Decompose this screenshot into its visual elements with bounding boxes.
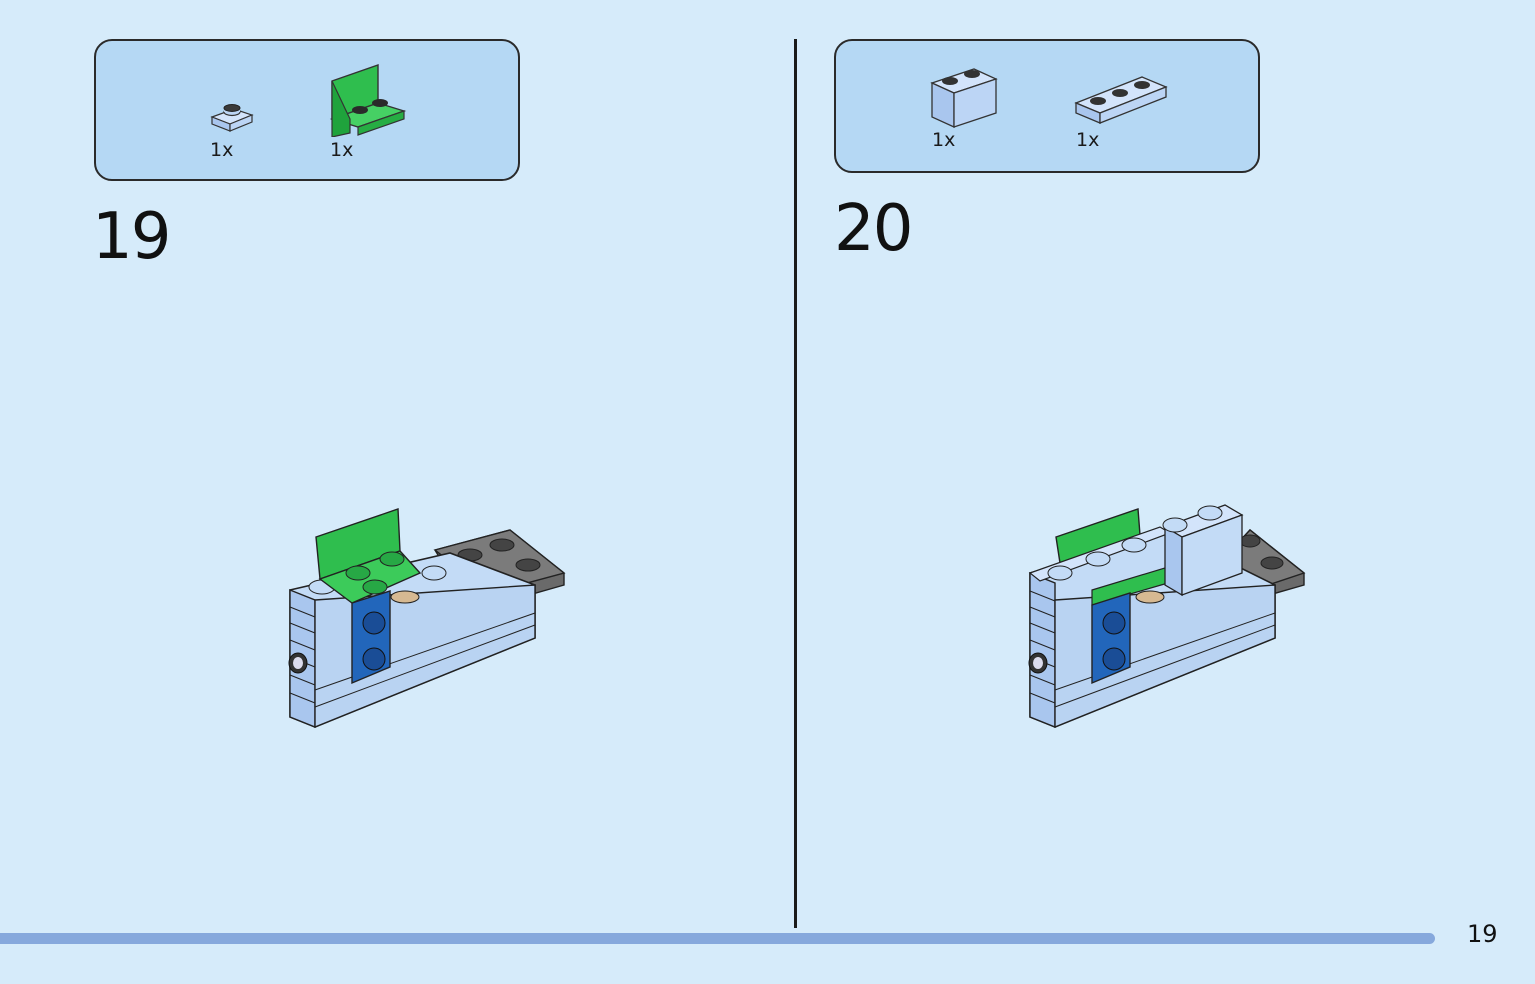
- part-qty: 1x: [330, 139, 354, 161]
- light-blue-1x3-plate-icon: [1074, 76, 1168, 124]
- part-qty: 1x: [932, 129, 956, 151]
- part-qty: 1x: [1076, 129, 1100, 151]
- parts-callout-step-19: 1x 1x: [94, 39, 520, 181]
- page-divider: [794, 39, 797, 928]
- step-number: 19: [92, 200, 171, 274]
- light-blue-1x2-brick-icon: [930, 68, 998, 129]
- green-bracket-icon: [329, 64, 407, 137]
- part-item: 1x: [328, 61, 408, 161]
- step-number: 20: [834, 192, 913, 266]
- step-19-model-illustration: [270, 495, 580, 745]
- step-20-model-illustration: [1010, 495, 1320, 745]
- part-item: 1x: [206, 97, 256, 161]
- parts-callout-step-20: 1x 1x: [834, 39, 1260, 173]
- light-blue-1x1-plate-icon: [210, 104, 254, 132]
- progress-bar: [0, 933, 1435, 944]
- part-qty: 1x: [210, 139, 234, 161]
- part-item: 1x: [1072, 71, 1172, 161]
- part-item: 1x: [928, 61, 1002, 161]
- page-number: 19: [1467, 920, 1498, 948]
